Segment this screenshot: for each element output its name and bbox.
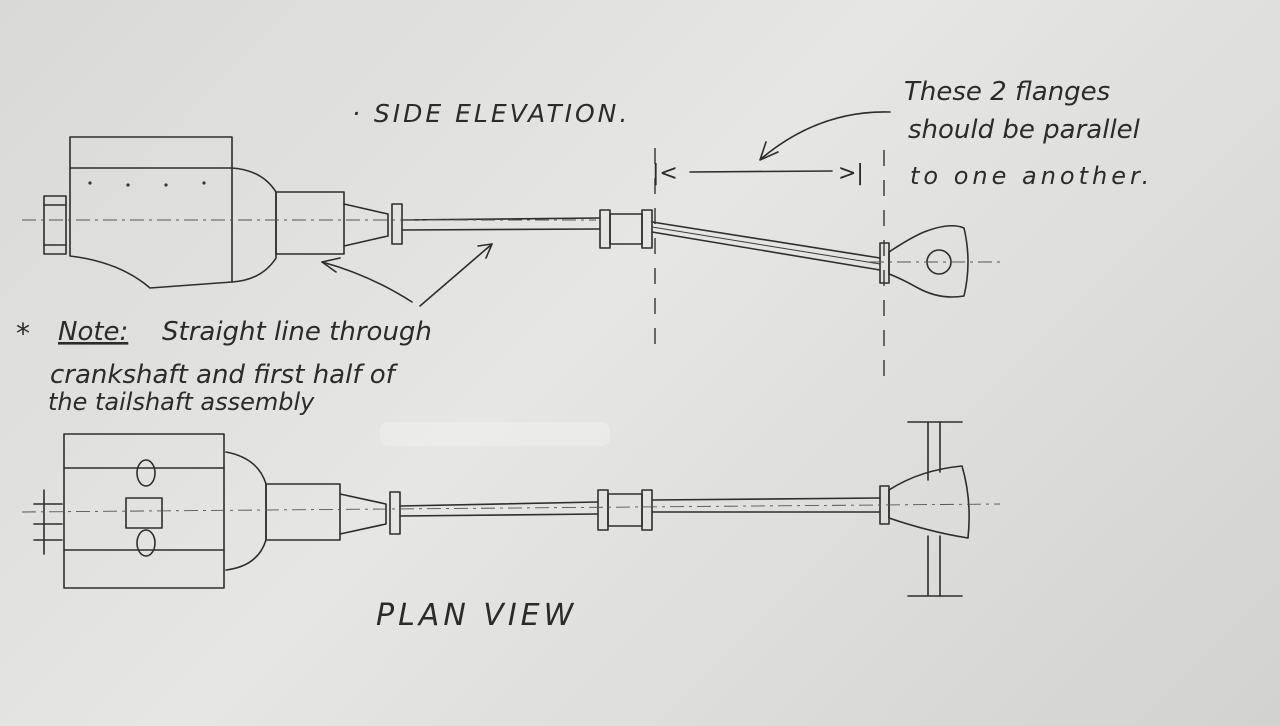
flange-note-line-2: should be parallel bbox=[908, 115, 1141, 145]
note-line-2: crankshaft and first half of bbox=[50, 360, 399, 390]
note-line-3: the tailshaft assembly bbox=[48, 388, 315, 416]
flange-note-line-3: to one another. bbox=[910, 162, 1153, 190]
side-elevation-title: · SIDE ELEVATION. bbox=[352, 99, 630, 128]
annotation-arrows bbox=[321, 111, 891, 307]
plan-view-drawing bbox=[21, 421, 1001, 597]
plan-view-title: PLAN VIEW bbox=[376, 598, 577, 633]
dimension-left-marker: |< bbox=[652, 161, 678, 186]
side-elevation-drawing bbox=[22, 136, 1000, 380]
note-label: Note: bbox=[58, 317, 128, 347]
note-asterisk: * bbox=[16, 317, 30, 350]
note-line-1: Straight line through bbox=[162, 317, 432, 347]
flange-note-line-1: These 2 flanges bbox=[904, 77, 1110, 107]
dimension-right-marker: >| bbox=[838, 161, 864, 186]
